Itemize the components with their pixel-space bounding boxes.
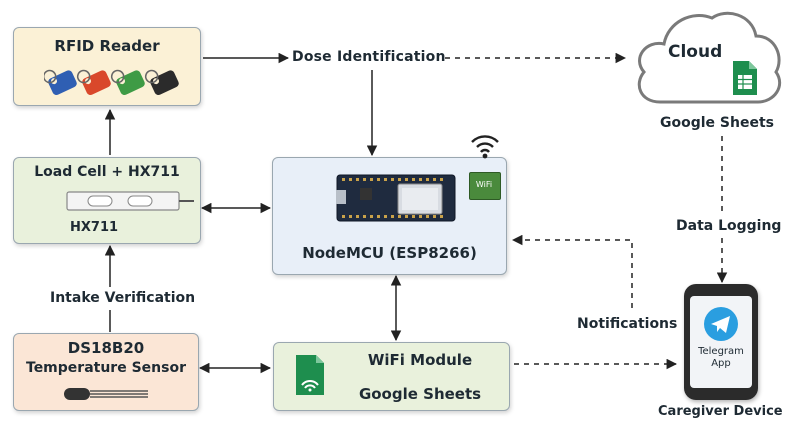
edge-label-dose: Dose Identification: [292, 49, 446, 65]
sensor-title: DS18B20: [67, 339, 145, 357]
cloud-service-label: Google Sheets: [660, 115, 774, 131]
loadcell-title: Load Cell + HX711: [34, 164, 180, 180]
phone-app-line1: Telegram: [698, 346, 744, 357]
sensor-box: [13, 333, 199, 411]
edge-label-logging: Data Logging: [676, 218, 782, 234]
phone-app-line2: App: [711, 358, 731, 369]
telegram-icon: [704, 307, 738, 341]
nodemcu-board-icon: [336, 174, 456, 222]
wifi-module-title: WiFi Module: [367, 351, 473, 369]
sensor-subtitle: Temperature Sensor: [26, 360, 186, 376]
google-sheets-icon: [733, 61, 757, 95]
wifi-chip-label: WiFi: [475, 180, 493, 189]
edge-label-intake: Intake Verification: [48, 290, 198, 306]
cloud-title: Cloud: [668, 42, 723, 62]
sheets-doc-icon: [296, 355, 324, 395]
loadcell-bar-icon: [66, 191, 194, 211]
edge-label-notifications: Notifications: [577, 316, 678, 332]
wifi-signal-icon: [471, 135, 499, 159]
wifi-chip: [469, 172, 501, 200]
wifi-module-subtitle: Google Sheets: [358, 385, 482, 403]
rfid-reader-title: RFID Reader: [54, 37, 160, 55]
rfid-tags-icon: [44, 69, 179, 96]
nodemcu-title: NodeMCU (ESP8266): [302, 244, 477, 262]
phone-caption: Caregiver Device: [658, 404, 783, 419]
notifications-line: [511, 234, 633, 308]
temperature-probe-icon: [64, 388, 148, 400]
rfid-reader-box: [13, 27, 201, 106]
loadcell-sublabel: HX711: [70, 220, 119, 235]
